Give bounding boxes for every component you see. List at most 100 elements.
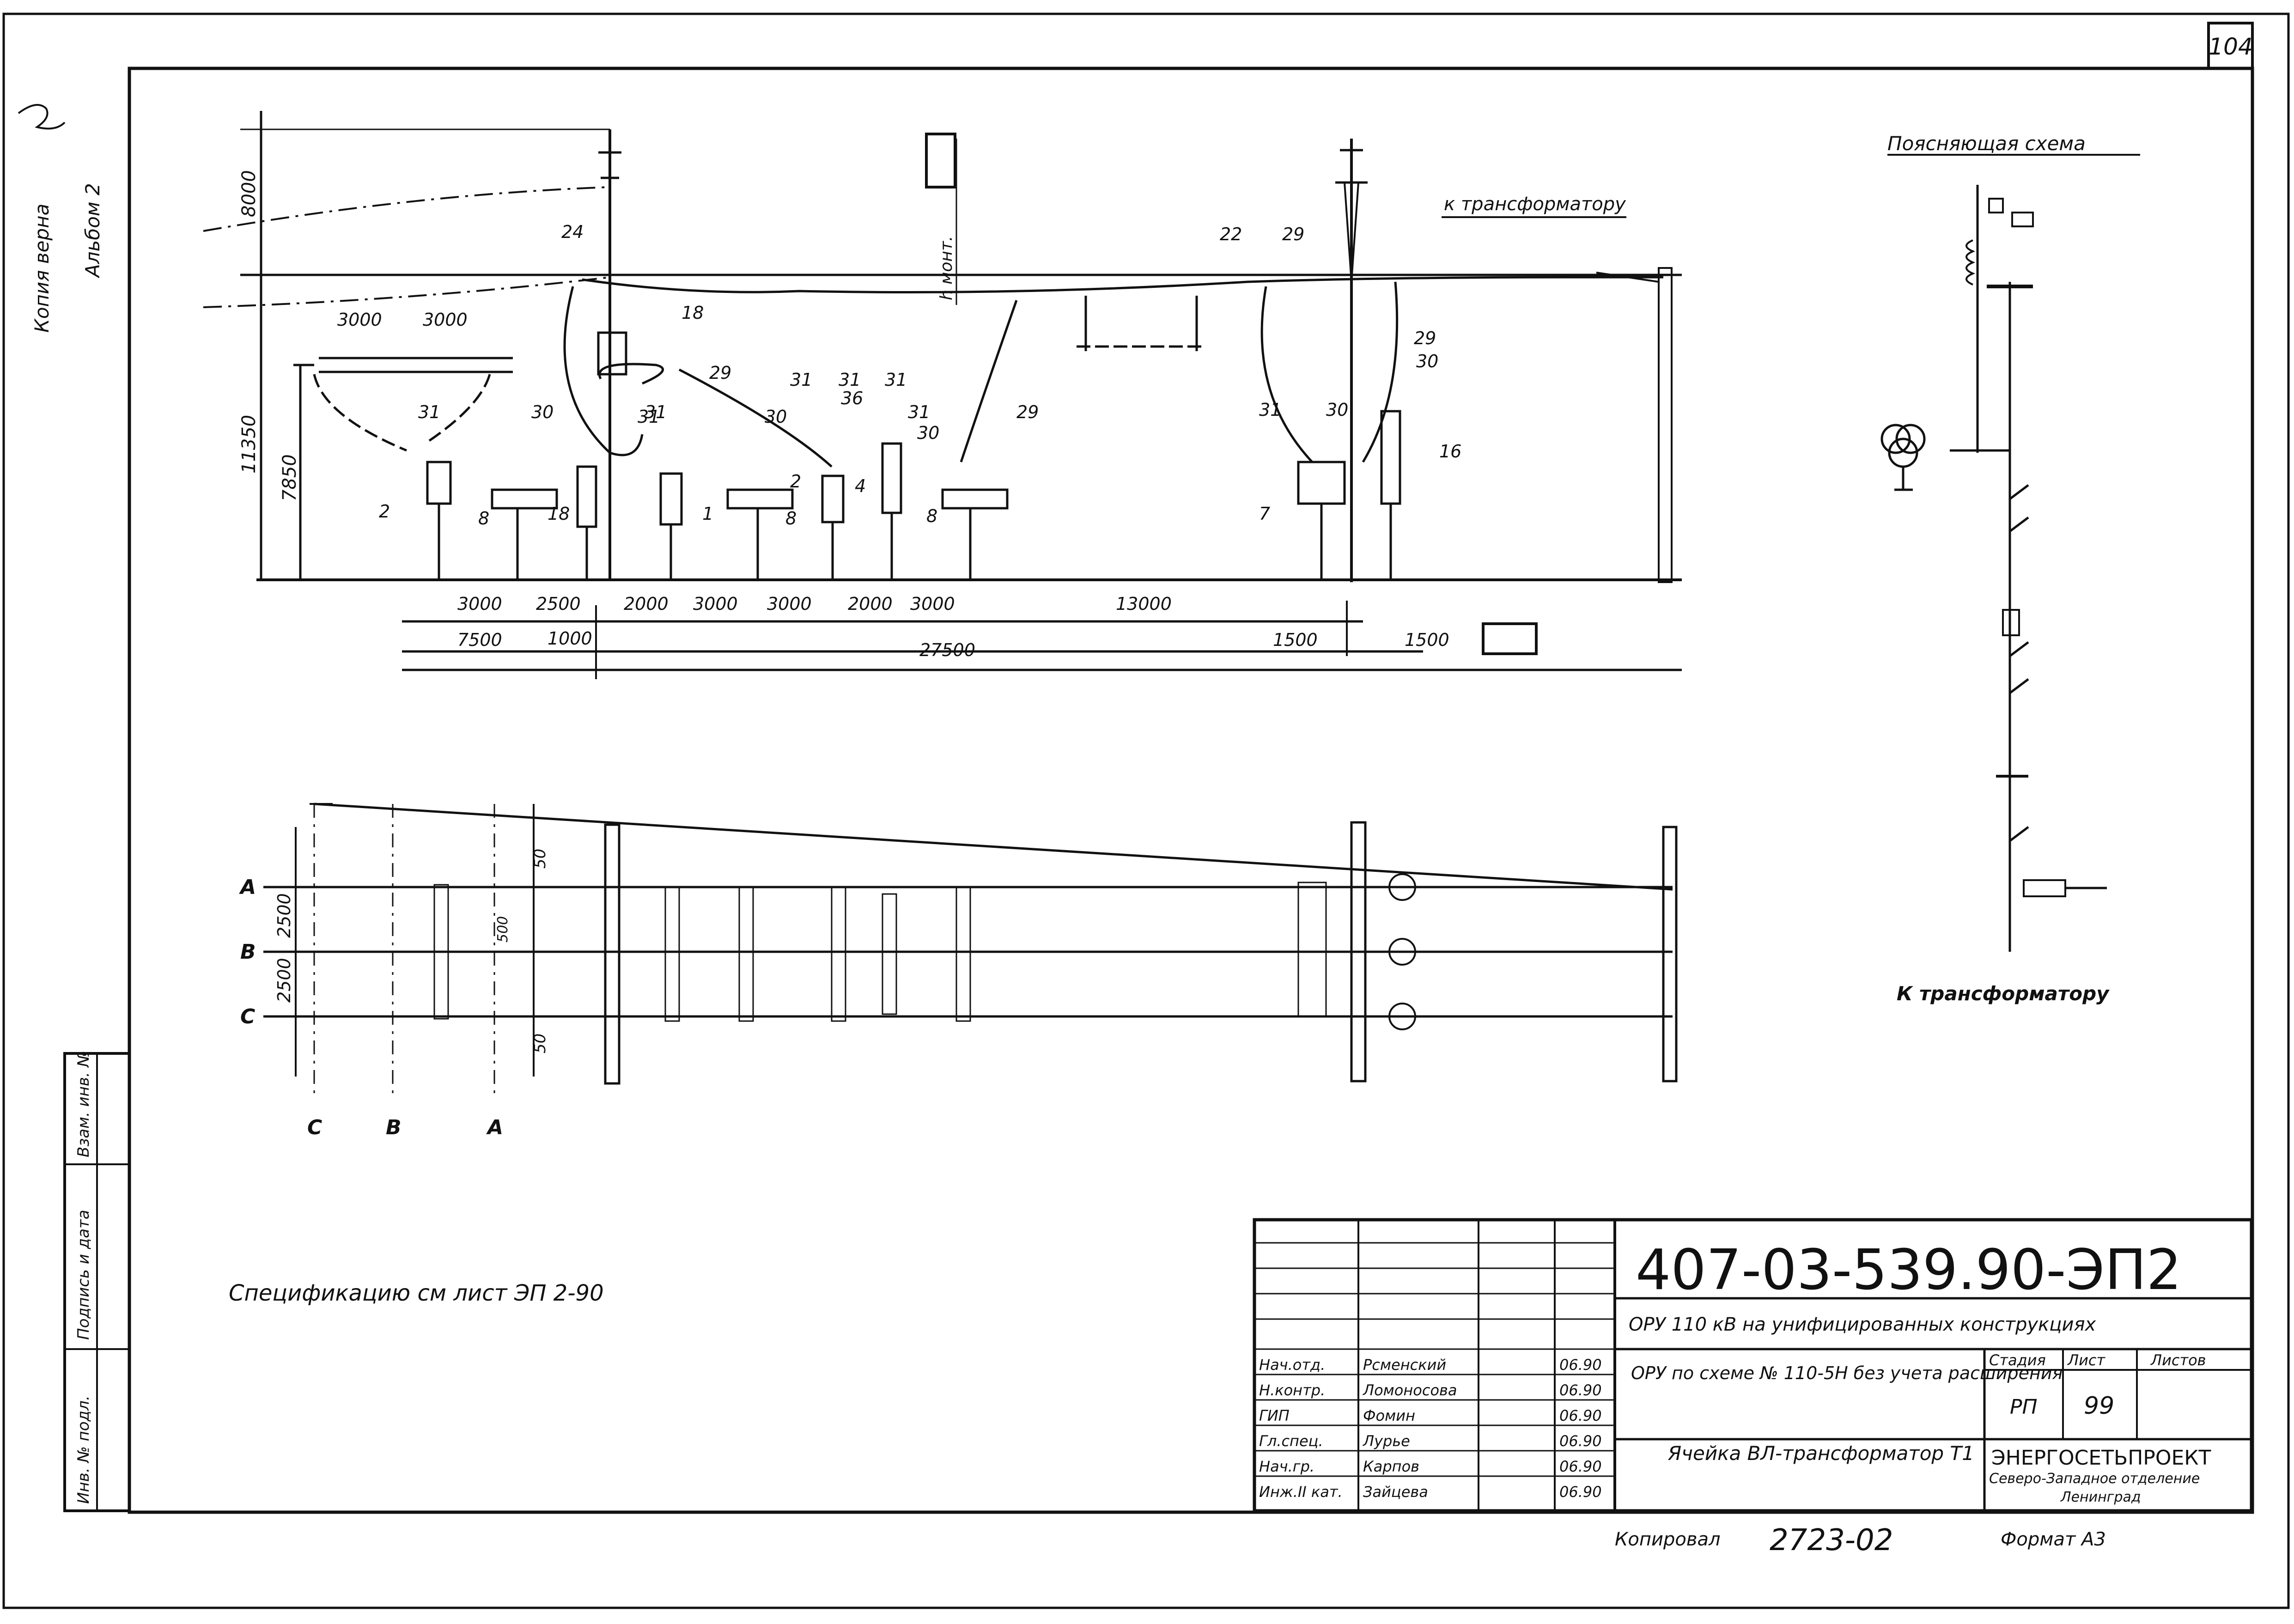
signer-name: Лурье: [1363, 1432, 1410, 1450]
signer-date: 06.90: [1559, 1407, 1602, 1424]
callout-29: 29: [1282, 224, 1304, 244]
callout-7: 7: [1259, 504, 1270, 524]
callout-31: 31: [839, 370, 861, 390]
signer-role: ГИП: [1259, 1407, 1290, 1424]
axis-a: А: [486, 1116, 503, 1139]
dim-50-c: 50: [531, 1034, 549, 1053]
signer-role: Нач.гр.: [1259, 1458, 1314, 1475]
schematic-caption: К трансформатору: [1897, 982, 2110, 1005]
sheet-number-box: [2207, 22, 2254, 70]
spacing-bc: 2500: [274, 958, 294, 1003]
dim-bottom-row1-7: 13000: [1116, 594, 1172, 614]
dim-bottom-row1-6: 3000: [910, 594, 955, 614]
elevation-labels: 8000 11350 7850 h монт. 3000 3000 к тран…: [238, 170, 1626, 679]
callout-31: 31: [790, 370, 812, 390]
org-branch: Северо-Западное отделение: [1989, 1471, 2200, 1487]
dim-bottom-row1-0: 3000: [457, 594, 502, 614]
signer-role: Гл.спец.: [1259, 1432, 1323, 1450]
callout-36: 36: [841, 388, 863, 408]
sheet-number: 104: [2209, 33, 2252, 60]
signers-table: Нач.отд. Рсменский 06.90 Н.контр. Ломоносова…: [1259, 1356, 1602, 1501]
phase-b: В: [240, 940, 256, 964]
top-span-2: 3000: [423, 310, 468, 330]
explanatory-schematic: [1880, 154, 2140, 952]
callout-30: 30: [531, 402, 554, 422]
left-stamp: Инв. № подл. Подпись и дата Взам. инв. №: [63, 1051, 131, 1512]
callout-2: 2: [790, 471, 801, 492]
callout-22: 22: [1220, 224, 1242, 244]
callout-31: 31: [418, 402, 440, 422]
dim-bottom-row1-4: 3000: [767, 594, 812, 614]
cell-title: Ячейка ВЛ-трансформатор Т1: [1667, 1442, 1974, 1465]
phase-c: С: [240, 1005, 255, 1028]
to-transformer-label: к трансформатору: [1444, 194, 1626, 215]
signer-name: Карпов: [1363, 1458, 1419, 1475]
callout-29: 29: [709, 363, 731, 383]
dim-bottom-row1-5: 2000: [848, 594, 893, 614]
project-title: ОРУ 110 кВ на унифицированных конструкци…: [1629, 1314, 2096, 1335]
dim-8000: 8000: [238, 170, 260, 217]
dim-50-a: 50: [531, 849, 549, 869]
callout-31: 31: [638, 407, 660, 427]
copy-note: Копия верна: [30, 204, 53, 333]
signer-role: Инж.II кат.: [1259, 1483, 1343, 1501]
dim-7850: 7850: [279, 454, 300, 501]
outer-border: [2, 12, 2290, 1609]
callout-31: 31: [1259, 400, 1281, 420]
signer-name: Рсменский: [1363, 1356, 1446, 1374]
callout-1: 1: [702, 504, 713, 524]
dim-500: 500: [495, 916, 511, 943]
elevation-view: [203, 111, 1682, 671]
signer-date: 06.90: [1559, 1381, 1602, 1399]
org-city: Ленинград: [2060, 1489, 2141, 1505]
callout-30: 30: [1416, 351, 1438, 371]
callout-16: 16: [1439, 441, 1461, 462]
plan-view: [263, 803, 1678, 1100]
stamp-vzam-inv: Взам. инв. №: [74, 1051, 93, 1157]
signer-role: Н.контр.: [1259, 1381, 1325, 1399]
spacing-ab: 2500: [274, 893, 294, 938]
dim-bottom-row2-1: 1000: [548, 628, 592, 649]
dim-bottom-row1-2: 2000: [624, 594, 669, 614]
h-mont-label: h монт.: [937, 236, 956, 300]
stamp-inv-podl: Инв. № подл.: [74, 1395, 93, 1504]
callout-30: 30: [917, 423, 939, 443]
dim-bottom-row2-0: 7500: [457, 630, 502, 650]
copy-number: 2723-02: [1770, 1523, 1893, 1557]
drawing-title: ОРУ по схеме № 110-5Н без учета расширен…: [1631, 1363, 2063, 1383]
dim-bottom-row1-1: 2500: [536, 594, 581, 614]
stage-label: Стадия: [1989, 1351, 2046, 1369]
signer-date: 06.90: [1559, 1483, 1602, 1501]
title-block-text: 407-03-539.90-ЭП2 ОРУ 110 кВ на унифицир…: [1259, 1238, 2211, 1505]
callout-31: 31: [645, 402, 667, 422]
sheet-label: Лист: [2067, 1351, 2105, 1369]
format-label: Формат А3: [2001, 1529, 2106, 1550]
callout-4: 4: [855, 476, 866, 496]
callout-30: 30: [765, 407, 787, 427]
callout-29: 29: [1414, 328, 1436, 348]
bottom-dimensions: 3000 2500 2000 3000 3000 2000 3000 13000 7500 100…: [457, 594, 1449, 660]
doc-code: 407-03-539.90-ЭП2: [1636, 1238, 2182, 1302]
sheet-value: 99: [2084, 1392, 2114, 1420]
dim-bottom-row2-3: 1500: [1273, 630, 1318, 650]
dim-bottom-row1-3: 3000: [693, 594, 738, 614]
callout-8: 8: [926, 506, 937, 526]
axis-c: С: [307, 1116, 322, 1139]
callout-18: 18: [682, 303, 704, 323]
signer-role: Нач.отд.: [1259, 1356, 1325, 1374]
schematic-title: Поясняющая схема: [1887, 132, 2086, 155]
copied-by: Копировал: [1615, 1529, 1721, 1550]
sheets-label: Листов: [2150, 1351, 2206, 1369]
callout-30: 30: [1326, 400, 1348, 420]
plan-labels: А В С 2500 2500 50 50 500 С В А: [239, 849, 549, 1139]
callout-29: 29: [1016, 402, 1039, 422]
signer-name: Зайцева: [1363, 1483, 1428, 1501]
callout-31: 31: [908, 402, 930, 422]
callout-31: 31: [885, 370, 907, 390]
signer-name: Ломоносова: [1363, 1381, 1457, 1399]
stamp-podpis-data: Подпись и дата: [74, 1210, 93, 1340]
signer-date: 06.90: [1559, 1432, 1602, 1450]
callout-8: 8: [478, 508, 489, 529]
